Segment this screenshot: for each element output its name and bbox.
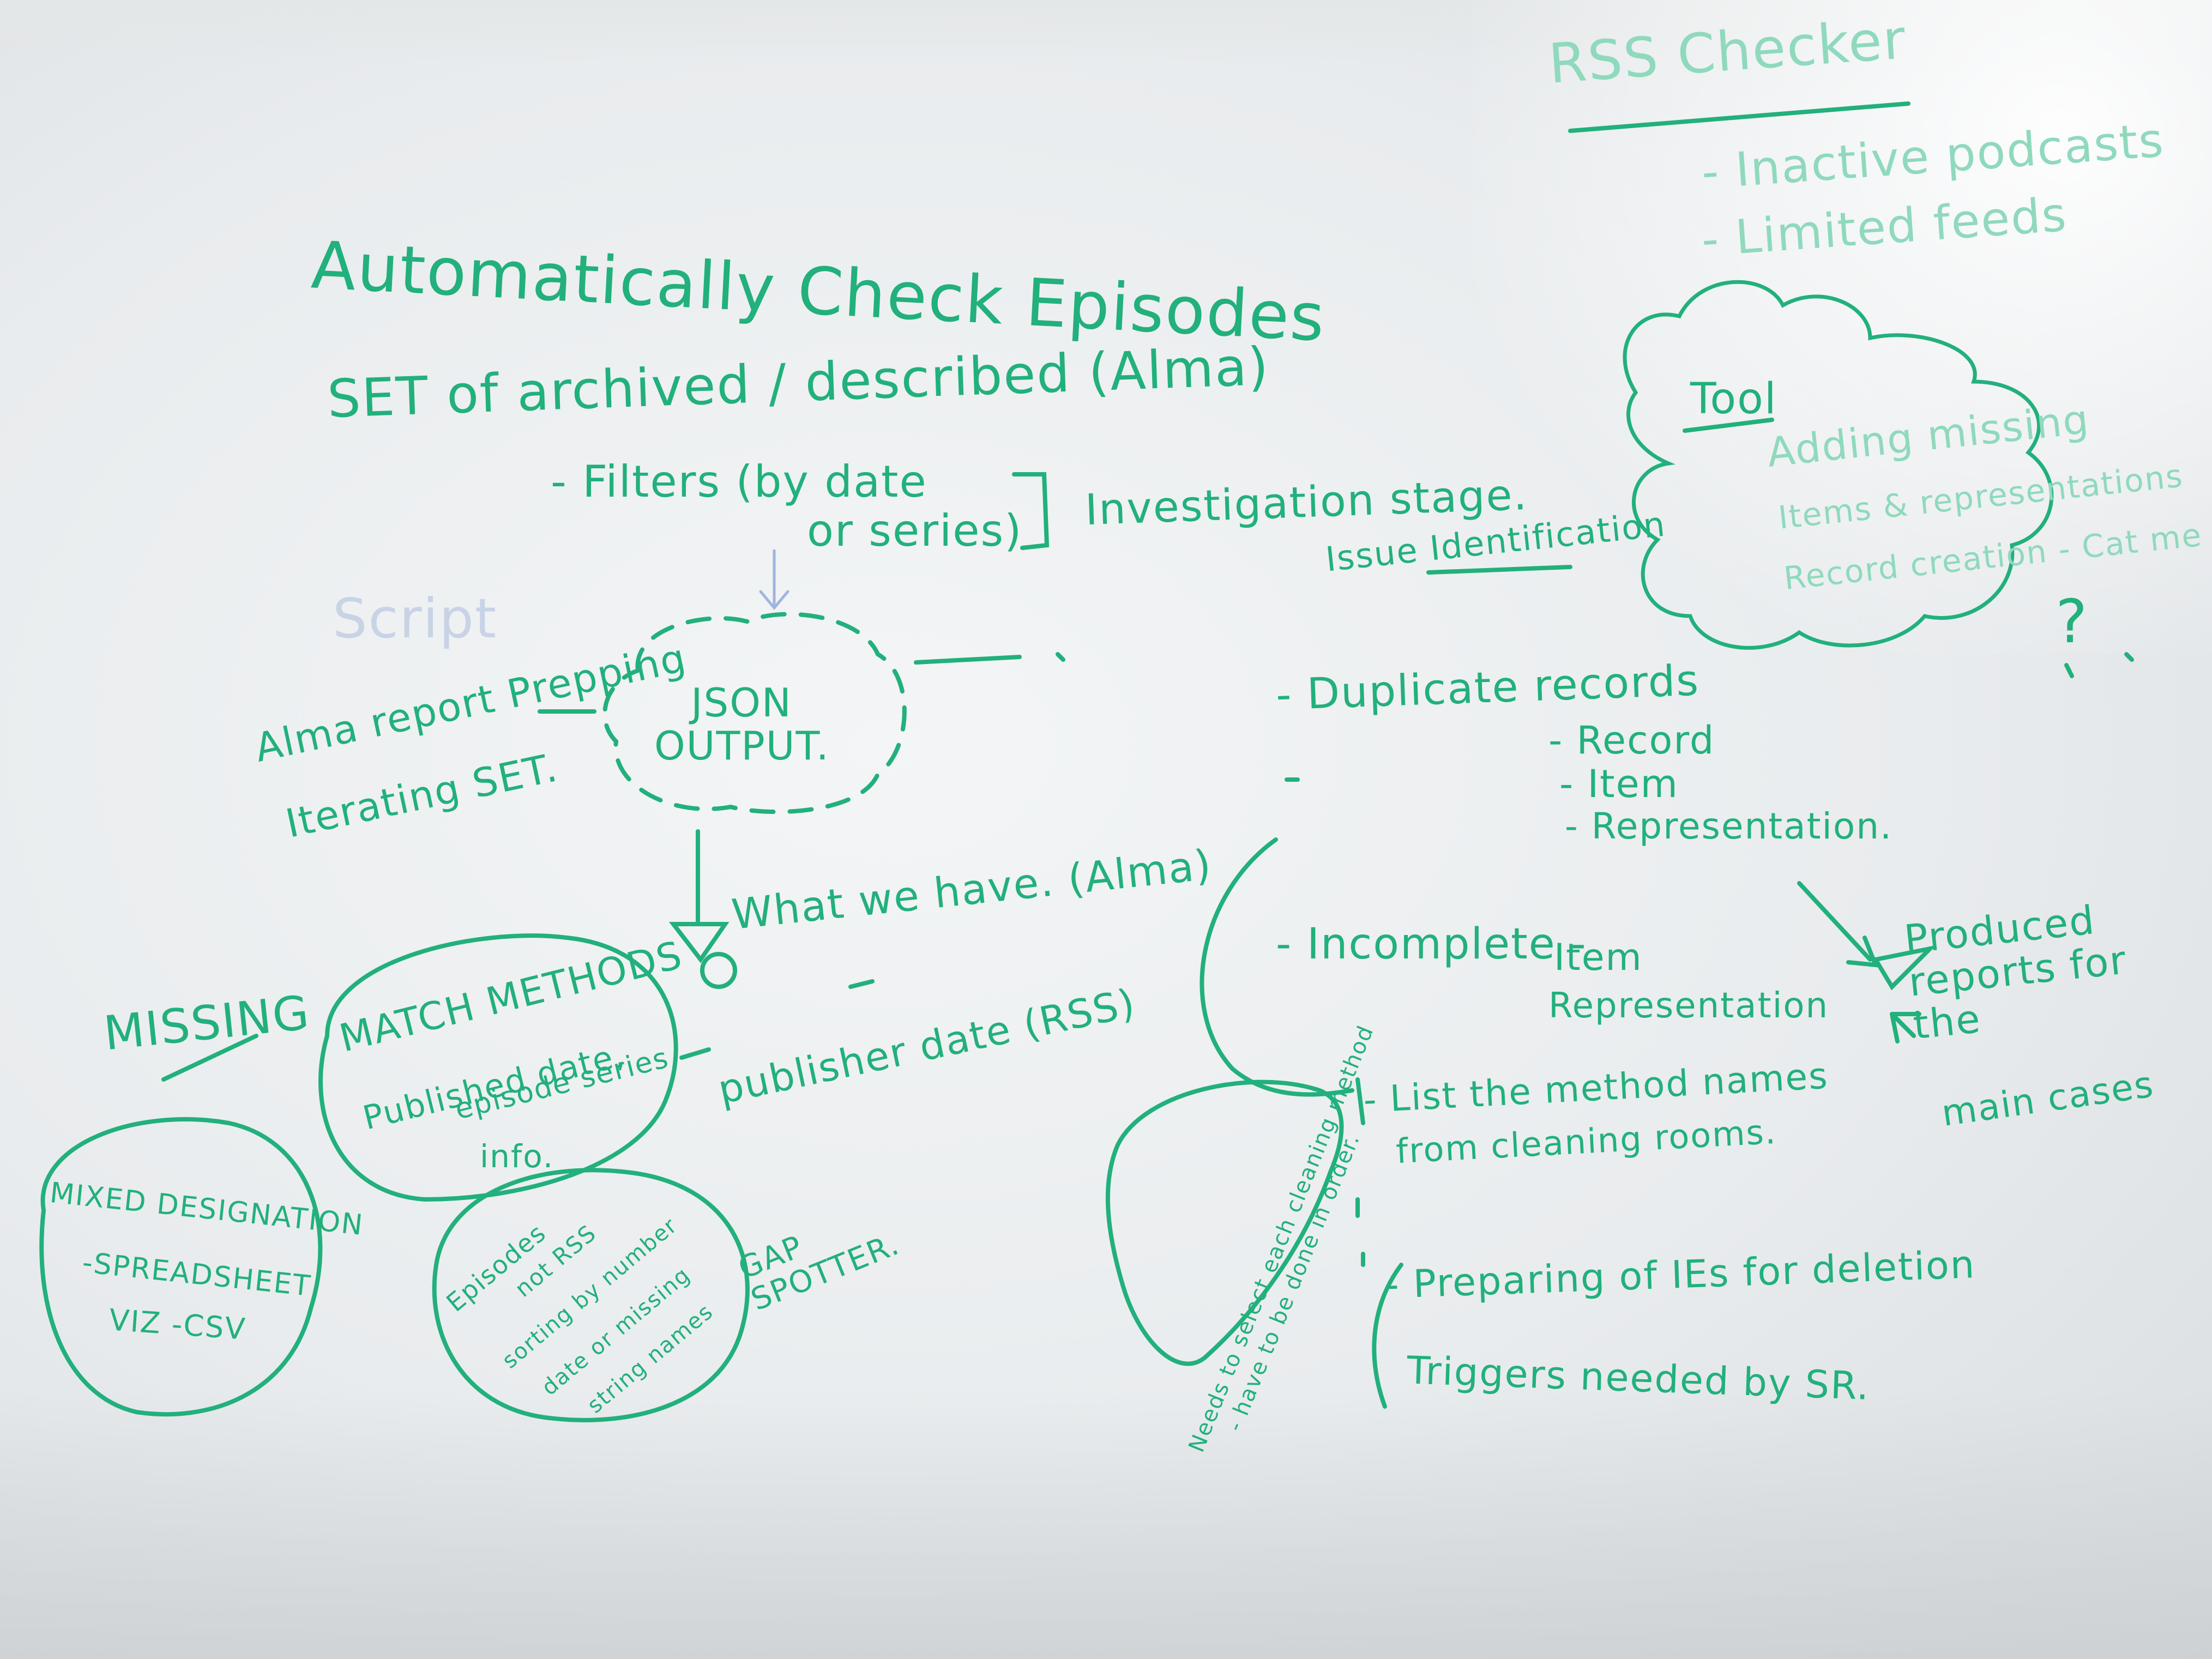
tool-underline — [1683, 418, 1774, 433]
json-output-cloud — [602, 612, 907, 815]
duplicate-incomplete-arc — [1200, 837, 1354, 1097]
filters-bracket — [1012, 472, 1050, 550]
filters-text-2: or series) — [807, 505, 1023, 556]
incomplete-to-reports-arrow — [1797, 881, 1879, 968]
duplicate-record: - Record — [1548, 718, 1715, 763]
board-bottom-shade — [0, 1390, 2212, 1659]
publisher-dash-1 — [848, 979, 875, 989]
json-right-line — [914, 655, 1022, 665]
publisher-dash-2 — [679, 1047, 711, 1060]
incomplete: - Incomplete - — [1276, 920, 1587, 969]
missing-underline — [161, 1034, 258, 1082]
mixed-designation-circle — [39, 1117, 323, 1417]
tool-label: Tool — [1690, 375, 1777, 424]
what-we-have-circle — [700, 952, 737, 989]
json-right-dash — [1056, 652, 1065, 662]
produced-triangle — [1872, 945, 1937, 991]
what-we-have-triangle — [668, 922, 730, 963]
preparing-bracket — [1372, 1263, 1403, 1409]
duplicate-item: - Item — [1559, 762, 1679, 806]
rss-underline — [1568, 101, 1910, 133]
produced-reports: Produced reports for the — [1902, 897, 2129, 1048]
incomplete-representation: Representation — [1548, 986, 1829, 1026]
list-methods-tick — [1355, 1077, 1365, 1125]
question-dashes — [2064, 652, 2134, 678]
filters-text: - Filters (by date — [551, 456, 927, 507]
script-ghost-text: Script — [333, 587, 498, 650]
needs-to-select-circle — [1105, 1079, 1344, 1366]
duplicate-representation: - Representation. — [1565, 805, 1893, 847]
question-mark: ? — [2056, 587, 2089, 656]
json-output-label: JSON OUTPUT. — [654, 680, 830, 769]
incomplete-item: Item — [1554, 936, 1643, 979]
right-column-dashes — [1355, 1197, 1365, 1267]
issue-underline — [1426, 565, 1572, 575]
tool-cloud — [1623, 280, 2054, 650]
episodes-not-rss-circle — [432, 1168, 750, 1422]
produced-back-arrow — [1890, 1012, 1921, 1043]
match-methods-ellipse — [318, 933, 678, 1202]
info-label: info. — [480, 1138, 554, 1175]
faint-down-arrow — [759, 549, 789, 610]
